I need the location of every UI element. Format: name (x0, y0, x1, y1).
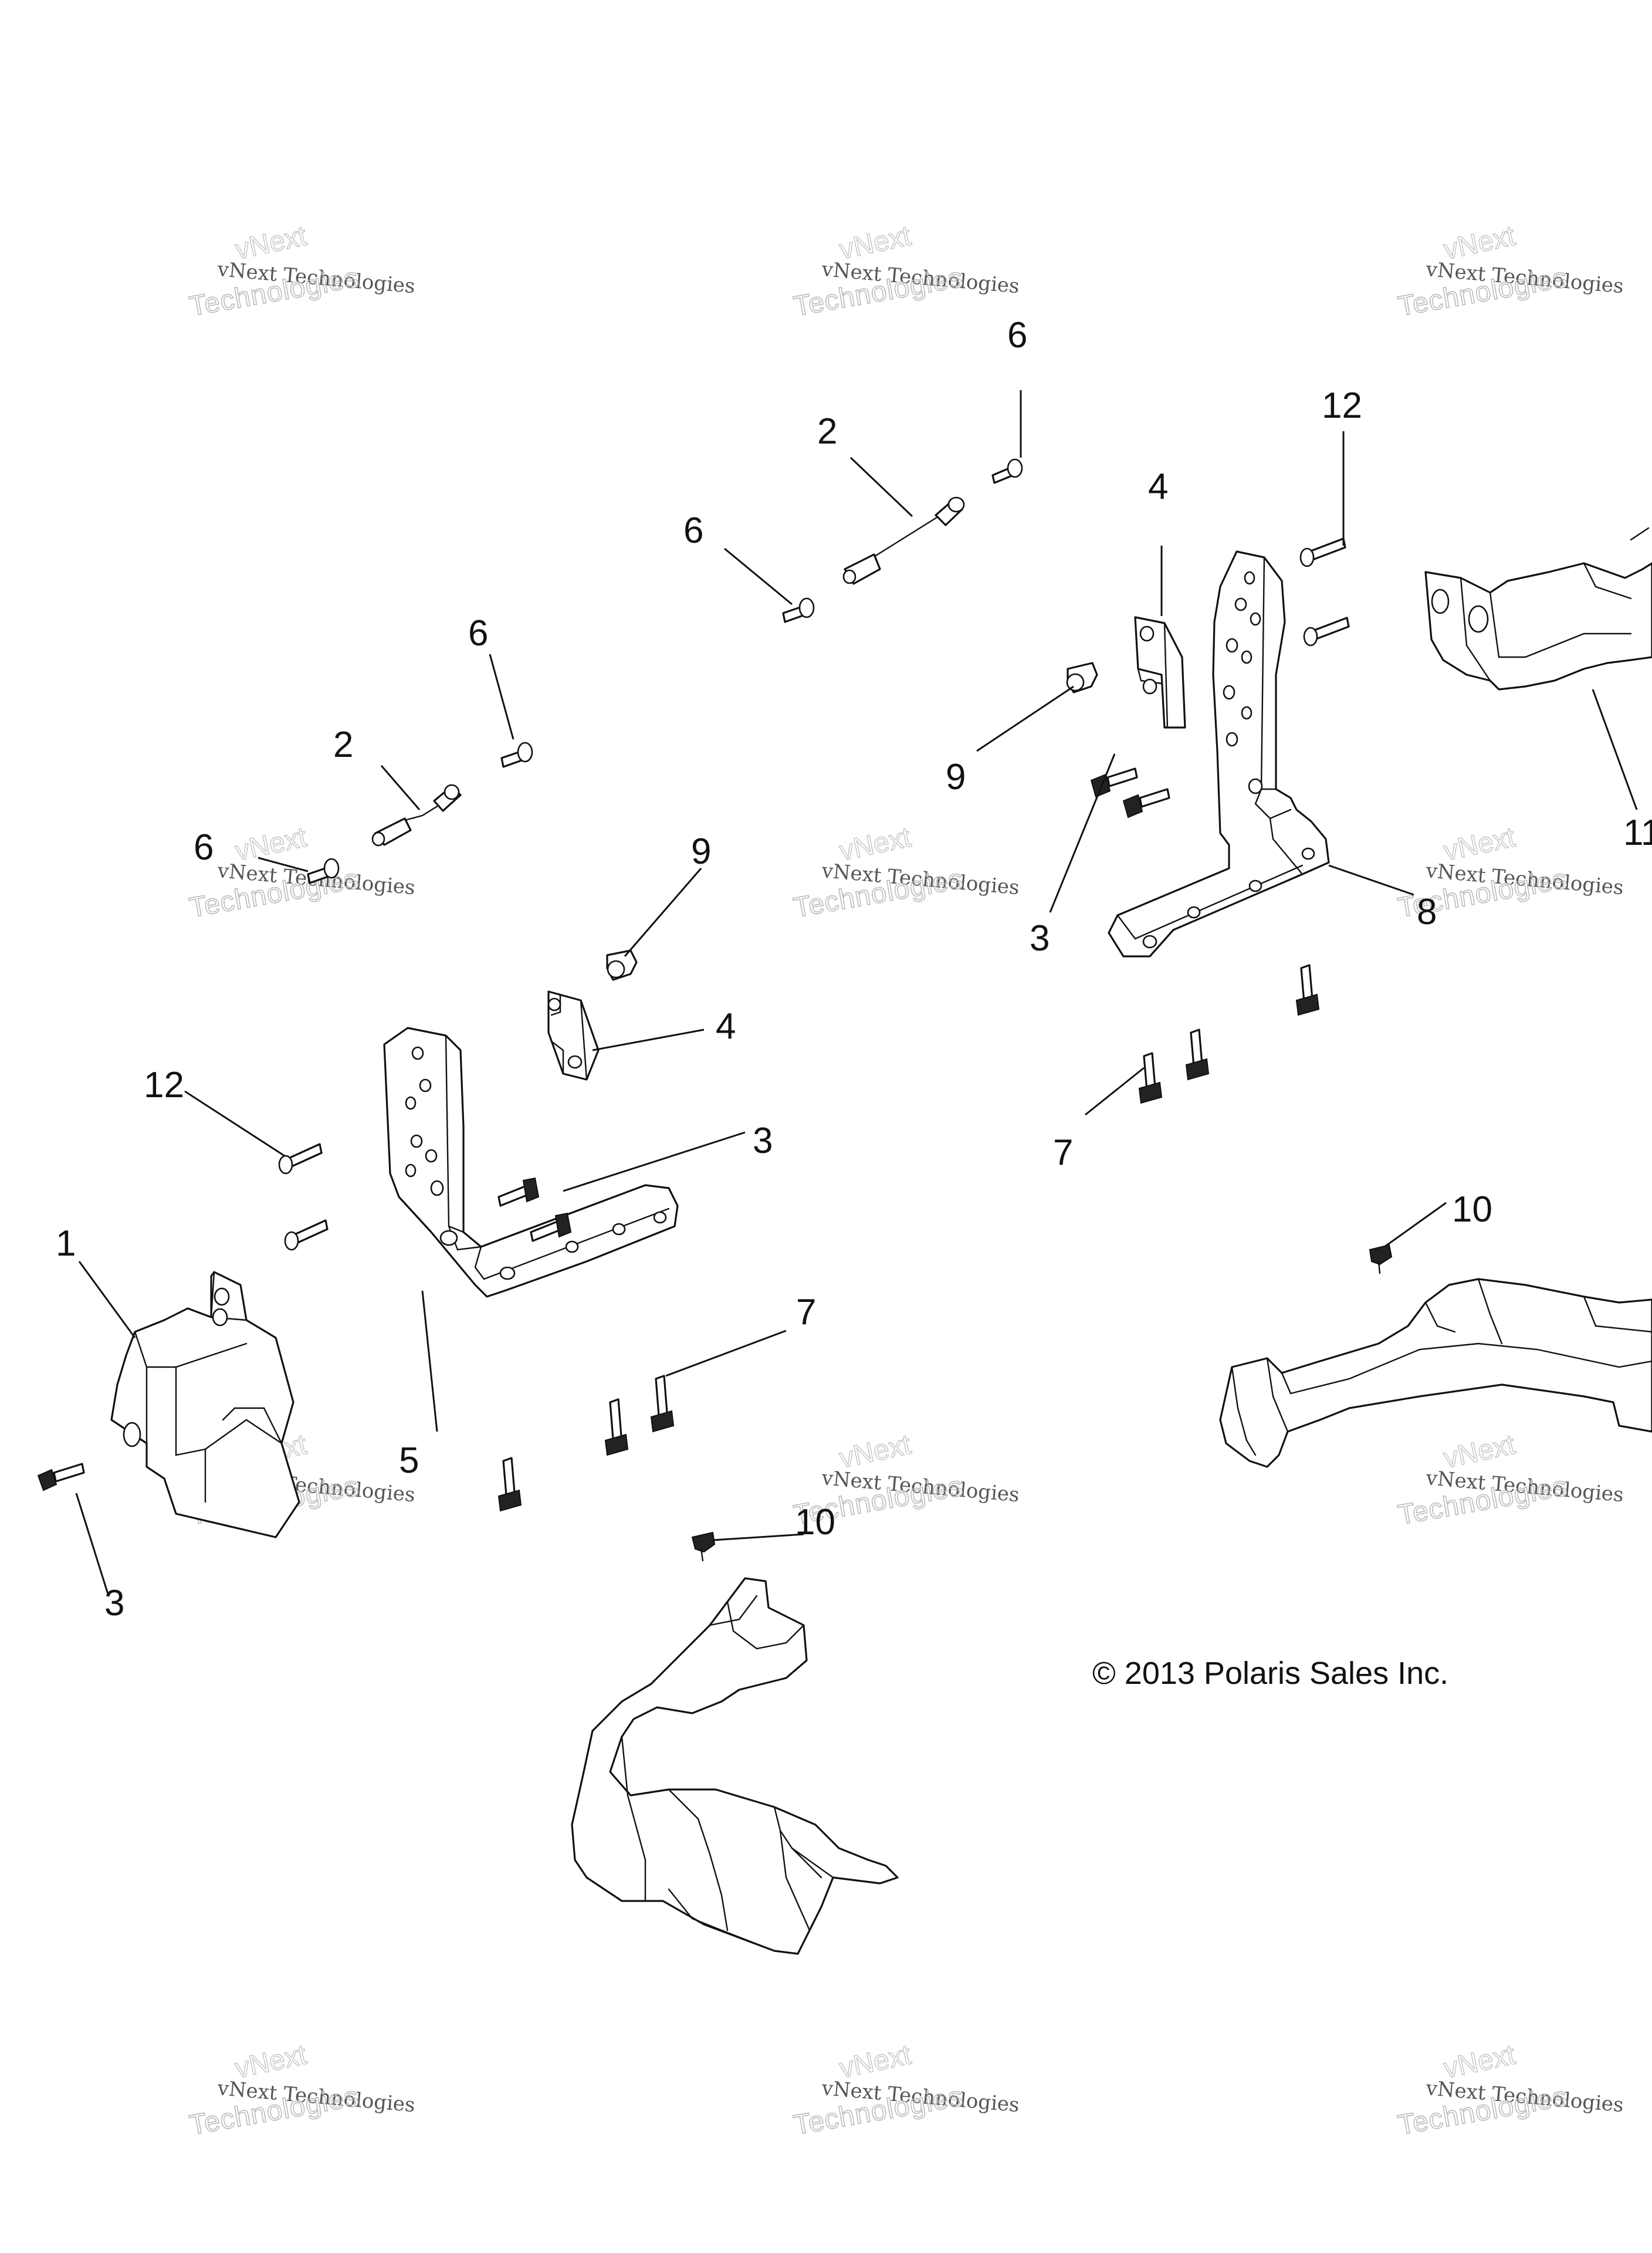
part-10-clip-center (691, 1531, 716, 1562)
floor-frame-right (1219, 1278, 1652, 1468)
part-2-cable-left (371, 784, 462, 847)
callout-5: 5 (399, 1440, 419, 1481)
part-12-bolt-right-lower (1303, 617, 1350, 647)
part-7-screw-right-3 (1138, 1052, 1163, 1104)
svg-text:vNext: vNext (232, 822, 309, 867)
watermark: vNext vNext Technologies Technologies (1395, 220, 1624, 323)
svg-text:vNext: vNext (837, 1429, 913, 1474)
svg-text:vNext: vNext (837, 221, 913, 266)
part-7-screw-right-2 (1185, 1029, 1210, 1081)
part-7-screw-right-1 (1295, 964, 1320, 1016)
part-12-bolt-left-upper (278, 1143, 323, 1175)
copyright-notice: © 2013 Polaris Sales Inc. (1092, 1656, 1448, 1691)
watermark: vNext vNext Technologies Technologies (791, 2039, 1020, 2142)
part-10-clip-right (1369, 1244, 1393, 1274)
part-1-bracket-cover (110, 1271, 300, 1538)
callout-9-right: 9 (946, 757, 966, 797)
callout-6-top-right: 6 (1007, 315, 1027, 356)
part-9-nut-right (1066, 662, 1098, 694)
floor-frame-center (571, 1577, 899, 1955)
part-7-screw-center-3 (497, 1457, 522, 1512)
part-8-footrest-bracket-right (1108, 550, 1330, 958)
part-12-bolt-right-upper (1299, 537, 1346, 567)
callout-1: 1 (56, 1223, 76, 1264)
part-6-bolt-left-high (500, 742, 533, 768)
callout-11: 11 (1623, 813, 1652, 853)
svg-text:vNext: vNext (232, 221, 309, 266)
callouts: 1 2 2 3 3 3 4 4 5 6 6 6 6 7 7 8 9 9 10 1… (56, 315, 1652, 1623)
callout-3-left-bottom: 3 (104, 1583, 124, 1623)
part-6-bolt-left-low (307, 858, 340, 884)
callout-2-top: 2 (817, 411, 837, 452)
part-3-bolt-right-lower (1122, 788, 1170, 818)
callout-3-right: 3 (1030, 918, 1050, 959)
callout-3-center: 3 (753, 1121, 773, 1161)
part-7-screw-center-2 (604, 1398, 629, 1456)
part-3-bolt-center-upper (497, 1177, 540, 1207)
watermark: vNext vNext Technologies Technologies (187, 220, 416, 323)
callout-4-center: 4 (716, 1006, 736, 1047)
svg-text:vNext: vNext (1441, 221, 1518, 266)
part-6-bolt-top-right (991, 458, 1023, 484)
callout-7-center: 7 (796, 1292, 816, 1332)
callout-10-center: 10 (795, 1502, 835, 1542)
svg-text:vNext: vNext (837, 822, 913, 867)
callout-6-top-left: 6 (683, 510, 703, 551)
part-5-footrest-bracket-left (383, 1027, 679, 1298)
callout-6-left-high: 6 (468, 613, 488, 654)
part-9-nut-center (606, 949, 638, 981)
callout-2-left: 2 (333, 725, 353, 765)
callout-12-right: 12 (1322, 385, 1362, 426)
svg-text:vNext: vNext (1441, 2039, 1518, 2085)
callout-9-center: 9 (691, 831, 711, 872)
part-7-screw-center-1 (650, 1375, 675, 1433)
part-3-bolt-right-upper (1090, 767, 1138, 798)
part-2-cable-top (842, 496, 965, 585)
part-4-block-right (1134, 616, 1186, 729)
part-11-bracket-right (1424, 527, 1652, 691)
watermark: vNext vNext Technologies Technologies (1395, 1429, 1624, 1531)
part-4-block-center (547, 990, 600, 1081)
callout-7-right: 7 (1053, 1132, 1073, 1173)
part-3-bolt-center-lower (530, 1212, 572, 1242)
watermark: vNext vNext Technologies Technologies (1395, 2039, 1624, 2142)
callout-8: 8 (1417, 892, 1437, 932)
part-3-bolt-left-bottom (37, 1463, 85, 1491)
callout-6-left-low: 6 (194, 827, 214, 868)
callout-10-right: 10 (1452, 1189, 1492, 1230)
watermark: vNext vNext Technologies Technologies (187, 2039, 416, 2142)
svg-text:vNext: vNext (232, 2039, 309, 2085)
svg-text:vNext: vNext (1441, 1429, 1518, 1474)
part-6-bolt-top-left (782, 597, 815, 623)
part-12-bolt-left-lower (284, 1219, 329, 1251)
svg-text:vNext: vNext (837, 2039, 913, 2085)
svg-text:vNext: vNext (1441, 822, 1518, 867)
watermark: vNext vNext Technologies Technologies (791, 821, 1020, 924)
callout-12-left: 12 (144, 1065, 184, 1105)
watermark: vNext vNext Technologies Technologies (791, 220, 1020, 323)
callout-4-right: 4 (1148, 466, 1168, 507)
leader-lines (75, 390, 1638, 1596)
